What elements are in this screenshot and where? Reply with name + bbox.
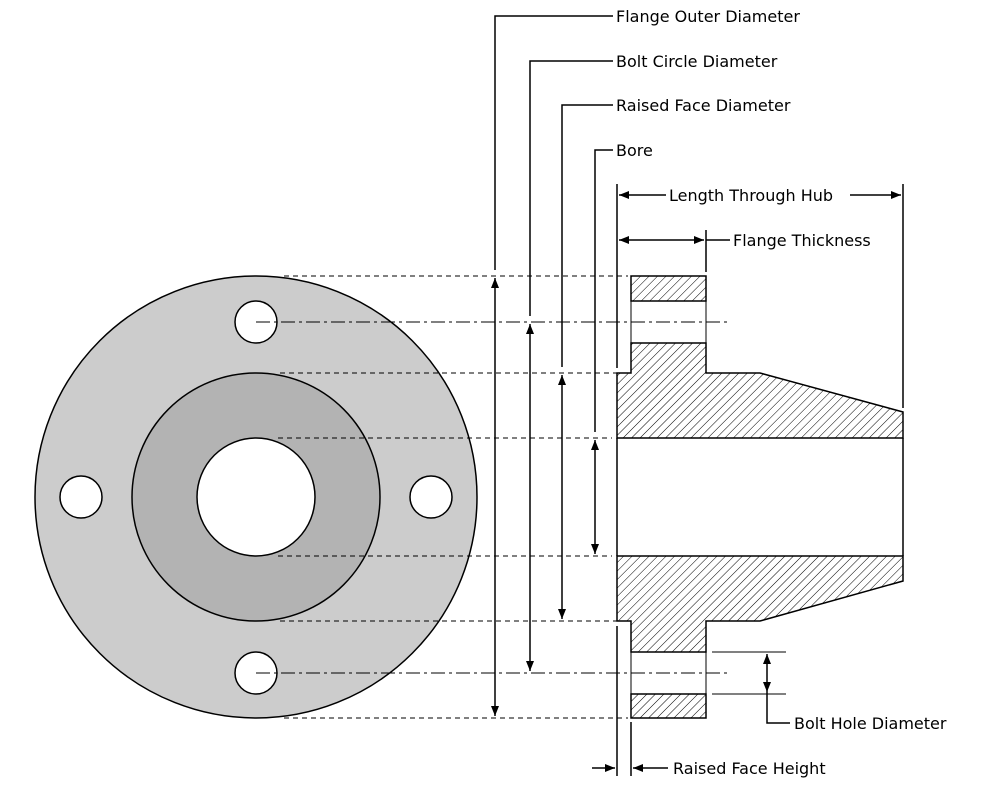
leader-bolt-circle-diameter bbox=[529, 60, 613, 316]
front-view bbox=[34, 275, 478, 719]
label-raised-face-height: Raised Face Height bbox=[673, 759, 826, 778]
leader-flange-outer-diameter bbox=[494, 15, 613, 270]
section-bolt-land-bottom bbox=[630, 693, 707, 719]
leader-bore bbox=[594, 149, 613, 432]
dimensions bbox=[491, 15, 904, 776]
label-bolt-circle-diameter: Bolt Circle Diameter bbox=[616, 52, 778, 71]
section-bolt-land-top bbox=[630, 275, 707, 302]
bolt-hole-left bbox=[59, 475, 103, 519]
label-flange-thickness: Flange Thickness bbox=[733, 231, 871, 250]
leader-raised-face-diameter bbox=[561, 104, 613, 367]
label-bore: Bore bbox=[616, 141, 653, 160]
label-bolt-hole-diameter: Bolt Hole Diameter bbox=[794, 714, 947, 733]
labels: Flange Outer Diameter Bolt Circle Diamet… bbox=[616, 7, 947, 778]
label-raised-face-diameter: Raised Face Diameter bbox=[616, 96, 791, 115]
label-length-through-hub: Length Through Hub bbox=[669, 186, 833, 205]
section-hub-bottom bbox=[616, 555, 904, 653]
label-flange-outer-diameter: Flange Outer Diameter bbox=[616, 7, 800, 26]
leader-bolt-hole-diameter bbox=[766, 692, 790, 724]
section-hub-top bbox=[616, 342, 904, 439]
bore-circle bbox=[196, 437, 316, 557]
side-section-view bbox=[616, 275, 904, 719]
bolt-hole-right bbox=[409, 475, 453, 519]
